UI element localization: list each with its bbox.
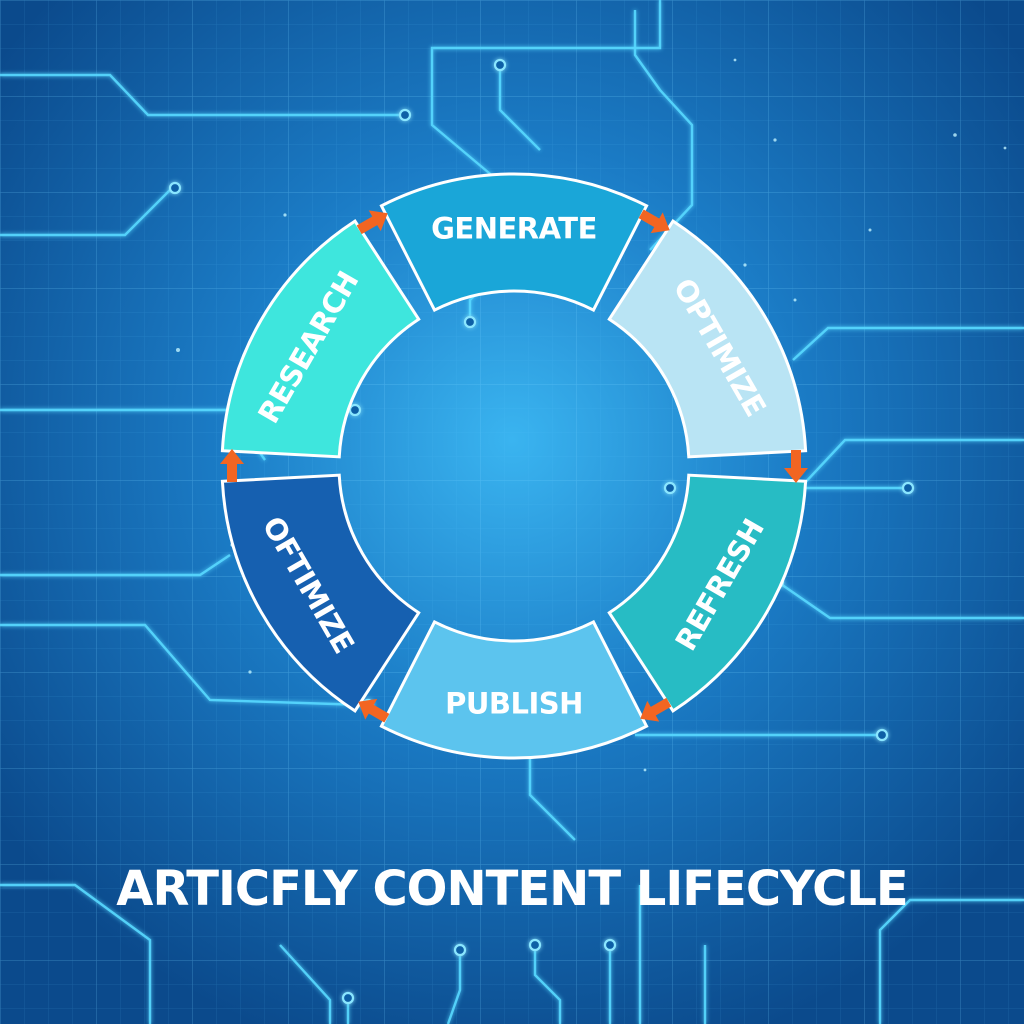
circuit-node bbox=[528, 938, 542, 952]
segment-refresh-2 bbox=[607, 473, 808, 713]
segment-generate-0 bbox=[379, 172, 649, 313]
segment-label-publish-3: PUBLISH bbox=[445, 687, 583, 721]
circuit-nodes bbox=[168, 58, 915, 1005]
circuit-node bbox=[603, 938, 617, 952]
segment-optimize-1 bbox=[607, 219, 808, 459]
circuit-trace bbox=[430, 0, 662, 179]
circuit-trace bbox=[528, 755, 576, 841]
circuit-node bbox=[463, 315, 477, 329]
flow-arrow-icon bbox=[220, 449, 244, 482]
circuit-trace bbox=[777, 581, 1024, 620]
circuit-node bbox=[875, 728, 889, 742]
circuit-node bbox=[341, 991, 355, 1005]
flow-arrow-icon bbox=[640, 697, 672, 722]
circuit-node bbox=[493, 58, 507, 72]
lifecycle-ring: GENERATEOPTIMIZEREFRESHPUBLISHOFTIMIZERE… bbox=[220, 172, 808, 760]
diagram-title: ARTICFLY CONTENT LIFECYCLE bbox=[116, 861, 907, 917]
circuit-node bbox=[663, 481, 677, 495]
circuit-trace bbox=[0, 554, 231, 577]
circuit-trace bbox=[498, 65, 541, 151]
segment-research-5 bbox=[220, 219, 421, 459]
segment-publish-3 bbox=[379, 619, 649, 760]
circuit-trace bbox=[878, 898, 1024, 1024]
segment-label-generate-0: GENERATE bbox=[431, 212, 597, 246]
flow-arrow-icon bbox=[356, 210, 388, 235]
circuit-trace bbox=[792, 326, 1024, 361]
circuit-node bbox=[168, 181, 182, 195]
circuit-node bbox=[348, 403, 362, 417]
circuit-node bbox=[398, 108, 412, 122]
circuit-trace bbox=[446, 945, 462, 1024]
circuit-trace bbox=[0, 883, 152, 1024]
flow-arrow-icon bbox=[638, 209, 670, 234]
circuit-trace bbox=[0, 187, 173, 237]
circuit-trace bbox=[0, 73, 405, 117]
segment-oftimize-4 bbox=[220, 473, 421, 713]
circuit-trace bbox=[533, 945, 562, 1024]
circuit-trace bbox=[633, 10, 694, 251]
circuit-trace bbox=[0, 623, 366, 707]
circuit-node bbox=[901, 481, 915, 495]
circuit-trace bbox=[797, 438, 1024, 490]
circuit-node bbox=[453, 943, 467, 957]
circuit-trace bbox=[279, 944, 332, 1024]
flow-arrow-icon bbox=[358, 698, 390, 723]
flow-arrow-icon bbox=[784, 450, 808, 483]
